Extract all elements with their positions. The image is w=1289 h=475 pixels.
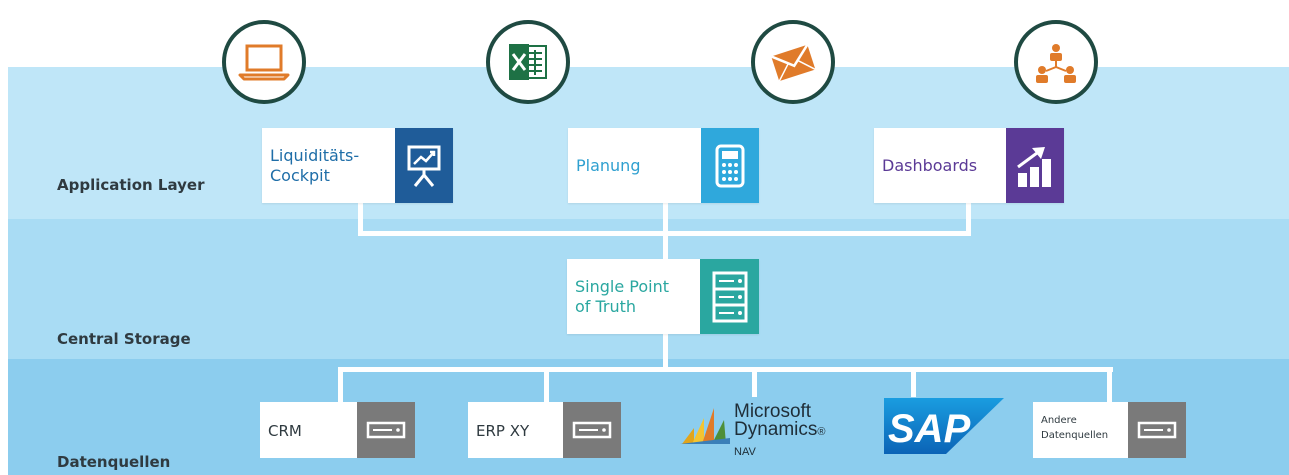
- central-storage-label: Central Storage: [57, 330, 191, 348]
- planung-card[interactable]: Planung: [568, 128, 759, 203]
- microsoft-dynamics-nav-logo: Microsoft Dynamics® NAV: [680, 402, 850, 458]
- connector-line: [663, 333, 668, 371]
- card-label: Dashboards: [882, 156, 978, 175]
- connector-line: [358, 202, 363, 235]
- application-layer-label: Application Layer: [57, 176, 205, 194]
- card-label: Planung: [576, 156, 641, 175]
- liquiditaets-cockpit-card[interactable]: Liquiditäts-Cockpit: [262, 128, 453, 203]
- card-label: CRM: [268, 422, 302, 440]
- card-label: ERP XY: [476, 422, 530, 440]
- connector-line: [358, 231, 971, 236]
- connector-line: [911, 367, 916, 397]
- erp-xy-card[interactable]: ERP XY: [468, 402, 621, 458]
- presentation-chart-icon: [395, 128, 453, 203]
- microsoft-dynamics-text: Microsoft Dynamics® NAV: [734, 401, 826, 458]
- connector-line: [338, 367, 343, 404]
- mail-icon: [751, 20, 835, 104]
- hard-drive-icon: [563, 402, 621, 458]
- crm-card[interactable]: CRM: [260, 402, 415, 458]
- data-sources-label: Datenquellen: [57, 453, 171, 471]
- calculator-icon: [701, 128, 759, 203]
- connector-line: [544, 367, 549, 404]
- svg-text:SAP: SAP: [888, 407, 971, 451]
- sap-logo-icon: SAP: [884, 398, 1004, 454]
- card-label: Liquiditäts-Cockpit: [270, 146, 360, 185]
- sap-logo: SAP: [884, 398, 1004, 456]
- hard-drive-icon: [357, 402, 415, 458]
- laptop-icon: [222, 20, 306, 104]
- connector-line: [338, 367, 1113, 372]
- dashboards-card[interactable]: Dashboards: [874, 128, 1064, 203]
- hard-drive-icon: [1128, 402, 1186, 458]
- bar-chart-icon: [1006, 128, 1064, 203]
- dynamics-logo-icon: [680, 408, 730, 444]
- connector-line: [1107, 367, 1112, 404]
- server-icon: [700, 259, 759, 334]
- connector-line: [966, 202, 971, 235]
- org-chart-icon: [1014, 20, 1098, 104]
- connector-line: [752, 367, 757, 397]
- excel-icon: [486, 20, 570, 104]
